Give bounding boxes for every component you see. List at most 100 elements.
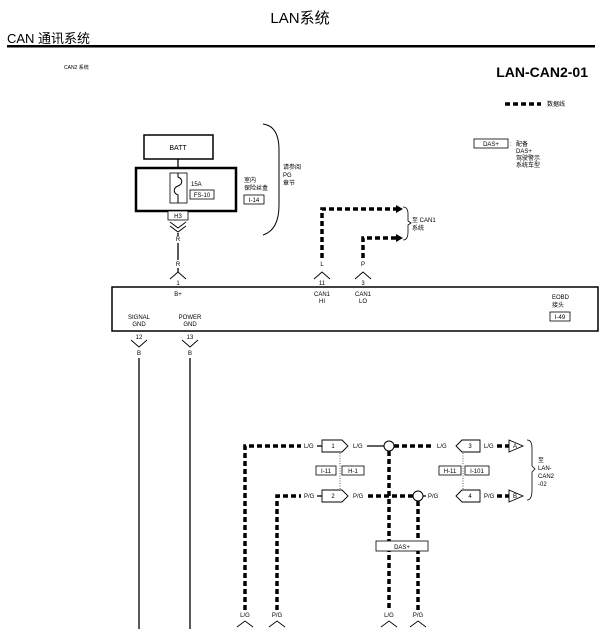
conn-left-2-box — [341, 465, 365, 476]
pin4-num: 4 — [468, 494, 472, 500]
pin-hi-chevron-icon — [313, 271, 331, 280]
diagram-code: LAN-CAN2-01 — [496, 64, 588, 80]
legend-das-desc-2: DAS+ — [516, 149, 532, 155]
pin2-num: 2 — [331, 494, 335, 500]
sig-gnd-label-1: SIGNAL — [128, 315, 151, 321]
pin3-connector — [455, 439, 481, 453]
pin-hi-label-2: HI — [319, 299, 325, 305]
pg-ref-brace — [262, 123, 280, 236]
wire-r-top: R — [176, 237, 181, 243]
can1-hi-arrow-icon — [396, 205, 403, 213]
pin-lo-label-1: CAN1 — [355, 292, 372, 298]
h3-label: H3 — [174, 214, 182, 220]
h3-connector-box — [167, 210, 189, 221]
bottom-lg-2-chevron-icon — [380, 620, 398, 628]
conn-left-1: I-11 — [321, 469, 332, 475]
pin4-connector — [455, 489, 481, 503]
conn-right-1-box — [438, 465, 462, 476]
fuse-id-box — [189, 189, 215, 200]
bottom-pg-2-chevron-icon — [409, 620, 427, 628]
can2-ref-2: LAN- — [538, 466, 552, 472]
das-box — [375, 540, 429, 552]
fuse-box-label-1: 室内 — [244, 176, 256, 184]
pin-hi-label-1: CAN1 — [314, 292, 331, 298]
eobd-name-2: 接头 — [552, 301, 564, 309]
system-small-label: CAN2 系统 — [64, 64, 89, 71]
fuse-amps: 15A — [191, 182, 202, 188]
pg-left-label: P/G — [304, 494, 315, 500]
pin-lo-num: 3 — [361, 281, 365, 287]
bottom-lg-2: L/G — [384, 613, 394, 619]
pwr-gnd-num: 13 — [187, 335, 194, 341]
lg-left-label: L/G — [304, 444, 314, 450]
can1-hi-line — [320, 207, 398, 258]
header-rule — [7, 45, 595, 48]
pin-lo-label-2: LO — [359, 299, 367, 305]
pg-far-label: P/G — [484, 494, 495, 500]
can1-ref-brace — [402, 206, 412, 241]
bottom-lg-1: L/G — [240, 613, 250, 619]
batt-box — [143, 134, 214, 160]
pin-lo-chevron-icon — [354, 271, 372, 280]
can1-ref-1: 至 CAN1 — [412, 217, 436, 224]
conn-right-1: H-11 — [444, 469, 457, 475]
lg-splice-left — [383, 440, 395, 452]
pin1-num: 1 — [331, 444, 335, 450]
fuse-connector: I-14 — [249, 198, 260, 204]
pin-bplus-label: B+ — [174, 292, 182, 298]
eobd-box — [111, 286, 599, 332]
wire-l-hi: L — [320, 262, 324, 268]
legend-das-desc-3: 驾驶警示 — [516, 154, 540, 162]
can2-ref-3: CAN2 — [538, 474, 555, 480]
pwr-gnd-chevron-icon — [181, 339, 199, 348]
lg-mid-label: L/G — [353, 444, 363, 450]
conn-left-1-box — [315, 465, 337, 476]
pwr-gnd-color: B — [188, 351, 192, 357]
bottom-pg-2: P/G — [413, 613, 424, 619]
conn-right-2-box — [464, 465, 490, 476]
can2-ref-1: 至 — [538, 457, 544, 464]
pg-ref-3: 章节 — [283, 179, 295, 187]
pin-bplus-chevron-icon — [169, 271, 187, 280]
arrow-a-label: A — [513, 444, 517, 450]
pg-left-line — [275, 494, 301, 610]
can1-lo-arrow-icon — [396, 234, 403, 242]
bottom-lg-1-chevron-icon — [236, 620, 254, 628]
lg-right-label: L/G — [437, 444, 447, 450]
sig-gnd-num: 12 — [136, 335, 143, 341]
pin1-connector — [321, 439, 349, 453]
wire-p-lo: P — [361, 262, 365, 268]
bottom-pg-1: P/G — [272, 613, 283, 619]
legend-das-desc-1: 配备 — [516, 140, 528, 148]
can1-lo-line — [361, 236, 398, 258]
can1-ref-2: 系统 — [412, 224, 424, 232]
eobd-connector: I-49 — [555, 315, 566, 321]
section-title: CAN 通讯系统 — [7, 31, 90, 46]
conn-right-2: I-101 — [470, 469, 484, 475]
fuse-symbol-icon — [173, 173, 183, 203]
pwr-gnd-label-2: GND — [183, 322, 197, 328]
eobd-connector-box — [549, 311, 571, 322]
can2-ref-4: -02 — [538, 482, 547, 488]
legend-das-tag — [473, 138, 509, 149]
pg-splice-right — [412, 490, 424, 502]
pg-mid-label: P/G — [353, 494, 364, 500]
pin2-connector — [321, 489, 349, 503]
pin3-num: 3 — [468, 444, 472, 450]
fuse-box-label-2: 保险丝盒 — [244, 184, 268, 192]
page-title: LAN系统 — [270, 10, 329, 27]
pg-ref-2: PG — [283, 173, 292, 179]
fuse-id: FS-10 — [194, 193, 211, 199]
arrow-a-icon — [508, 439, 525, 453]
arrow-b-label: B — [513, 494, 517, 500]
sig-gnd-color: B — [137, 351, 141, 357]
pg-right-label: P/G — [428, 494, 439, 500]
legend-das-tag-text: DAS+ — [483, 142, 499, 148]
eobd-name-1: EOBD — [552, 295, 570, 301]
arrow-b-icon — [508, 489, 525, 503]
batt-label: BATT — [169, 145, 187, 152]
bottom-pg-1-chevron-icon — [268, 620, 286, 628]
fuse-connector-box — [243, 194, 265, 205]
conn-left-2: H-1 — [348, 469, 358, 475]
